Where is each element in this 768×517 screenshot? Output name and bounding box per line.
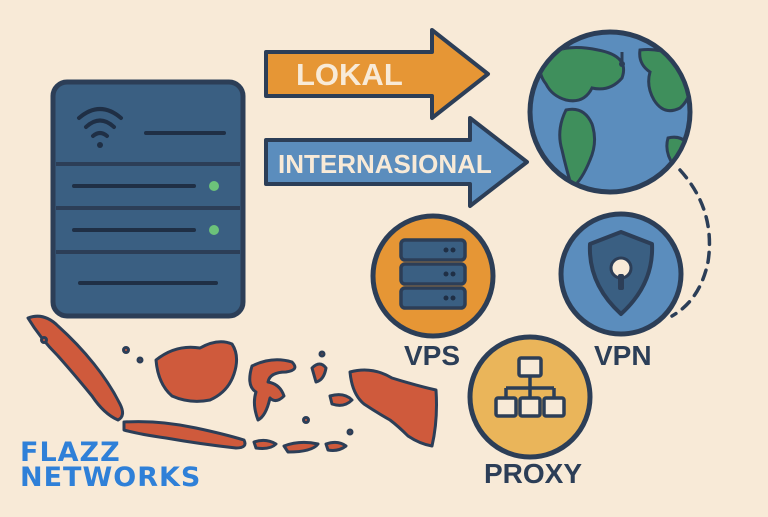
international-arrow: INTERNASIONAL <box>264 116 529 208</box>
vpn-badge <box>558 211 684 337</box>
proxy-badge <box>467 334 593 460</box>
indonesia-map-icon <box>26 314 438 454</box>
globe-icon <box>527 29 693 195</box>
shield-keyhole-icon <box>587 230 655 316</box>
network-hierarchy-icon <box>494 356 566 418</box>
status-led <box>209 181 219 191</box>
vpn-label: VPN <box>594 340 652 371</box>
local-arrow: LOKAL <box>264 28 490 120</box>
dashed-connector <box>670 168 712 318</box>
server-rack-icon <box>50 79 246 319</box>
status-led <box>209 225 219 235</box>
vps-label: VPS <box>404 340 461 371</box>
brand-logo-line-2: NETWORKS <box>20 462 202 493</box>
international-arrow-label: INTERNASIONAL <box>278 149 492 179</box>
brand-logo-line-1: FLAZZ <box>20 437 121 468</box>
proxy-label: PROXY <box>484 458 583 489</box>
wifi-icon <box>77 107 123 148</box>
local-arrow-label: LOKAL <box>296 57 403 92</box>
server-stack-icon <box>399 238 467 310</box>
vps-badge <box>370 213 496 339</box>
